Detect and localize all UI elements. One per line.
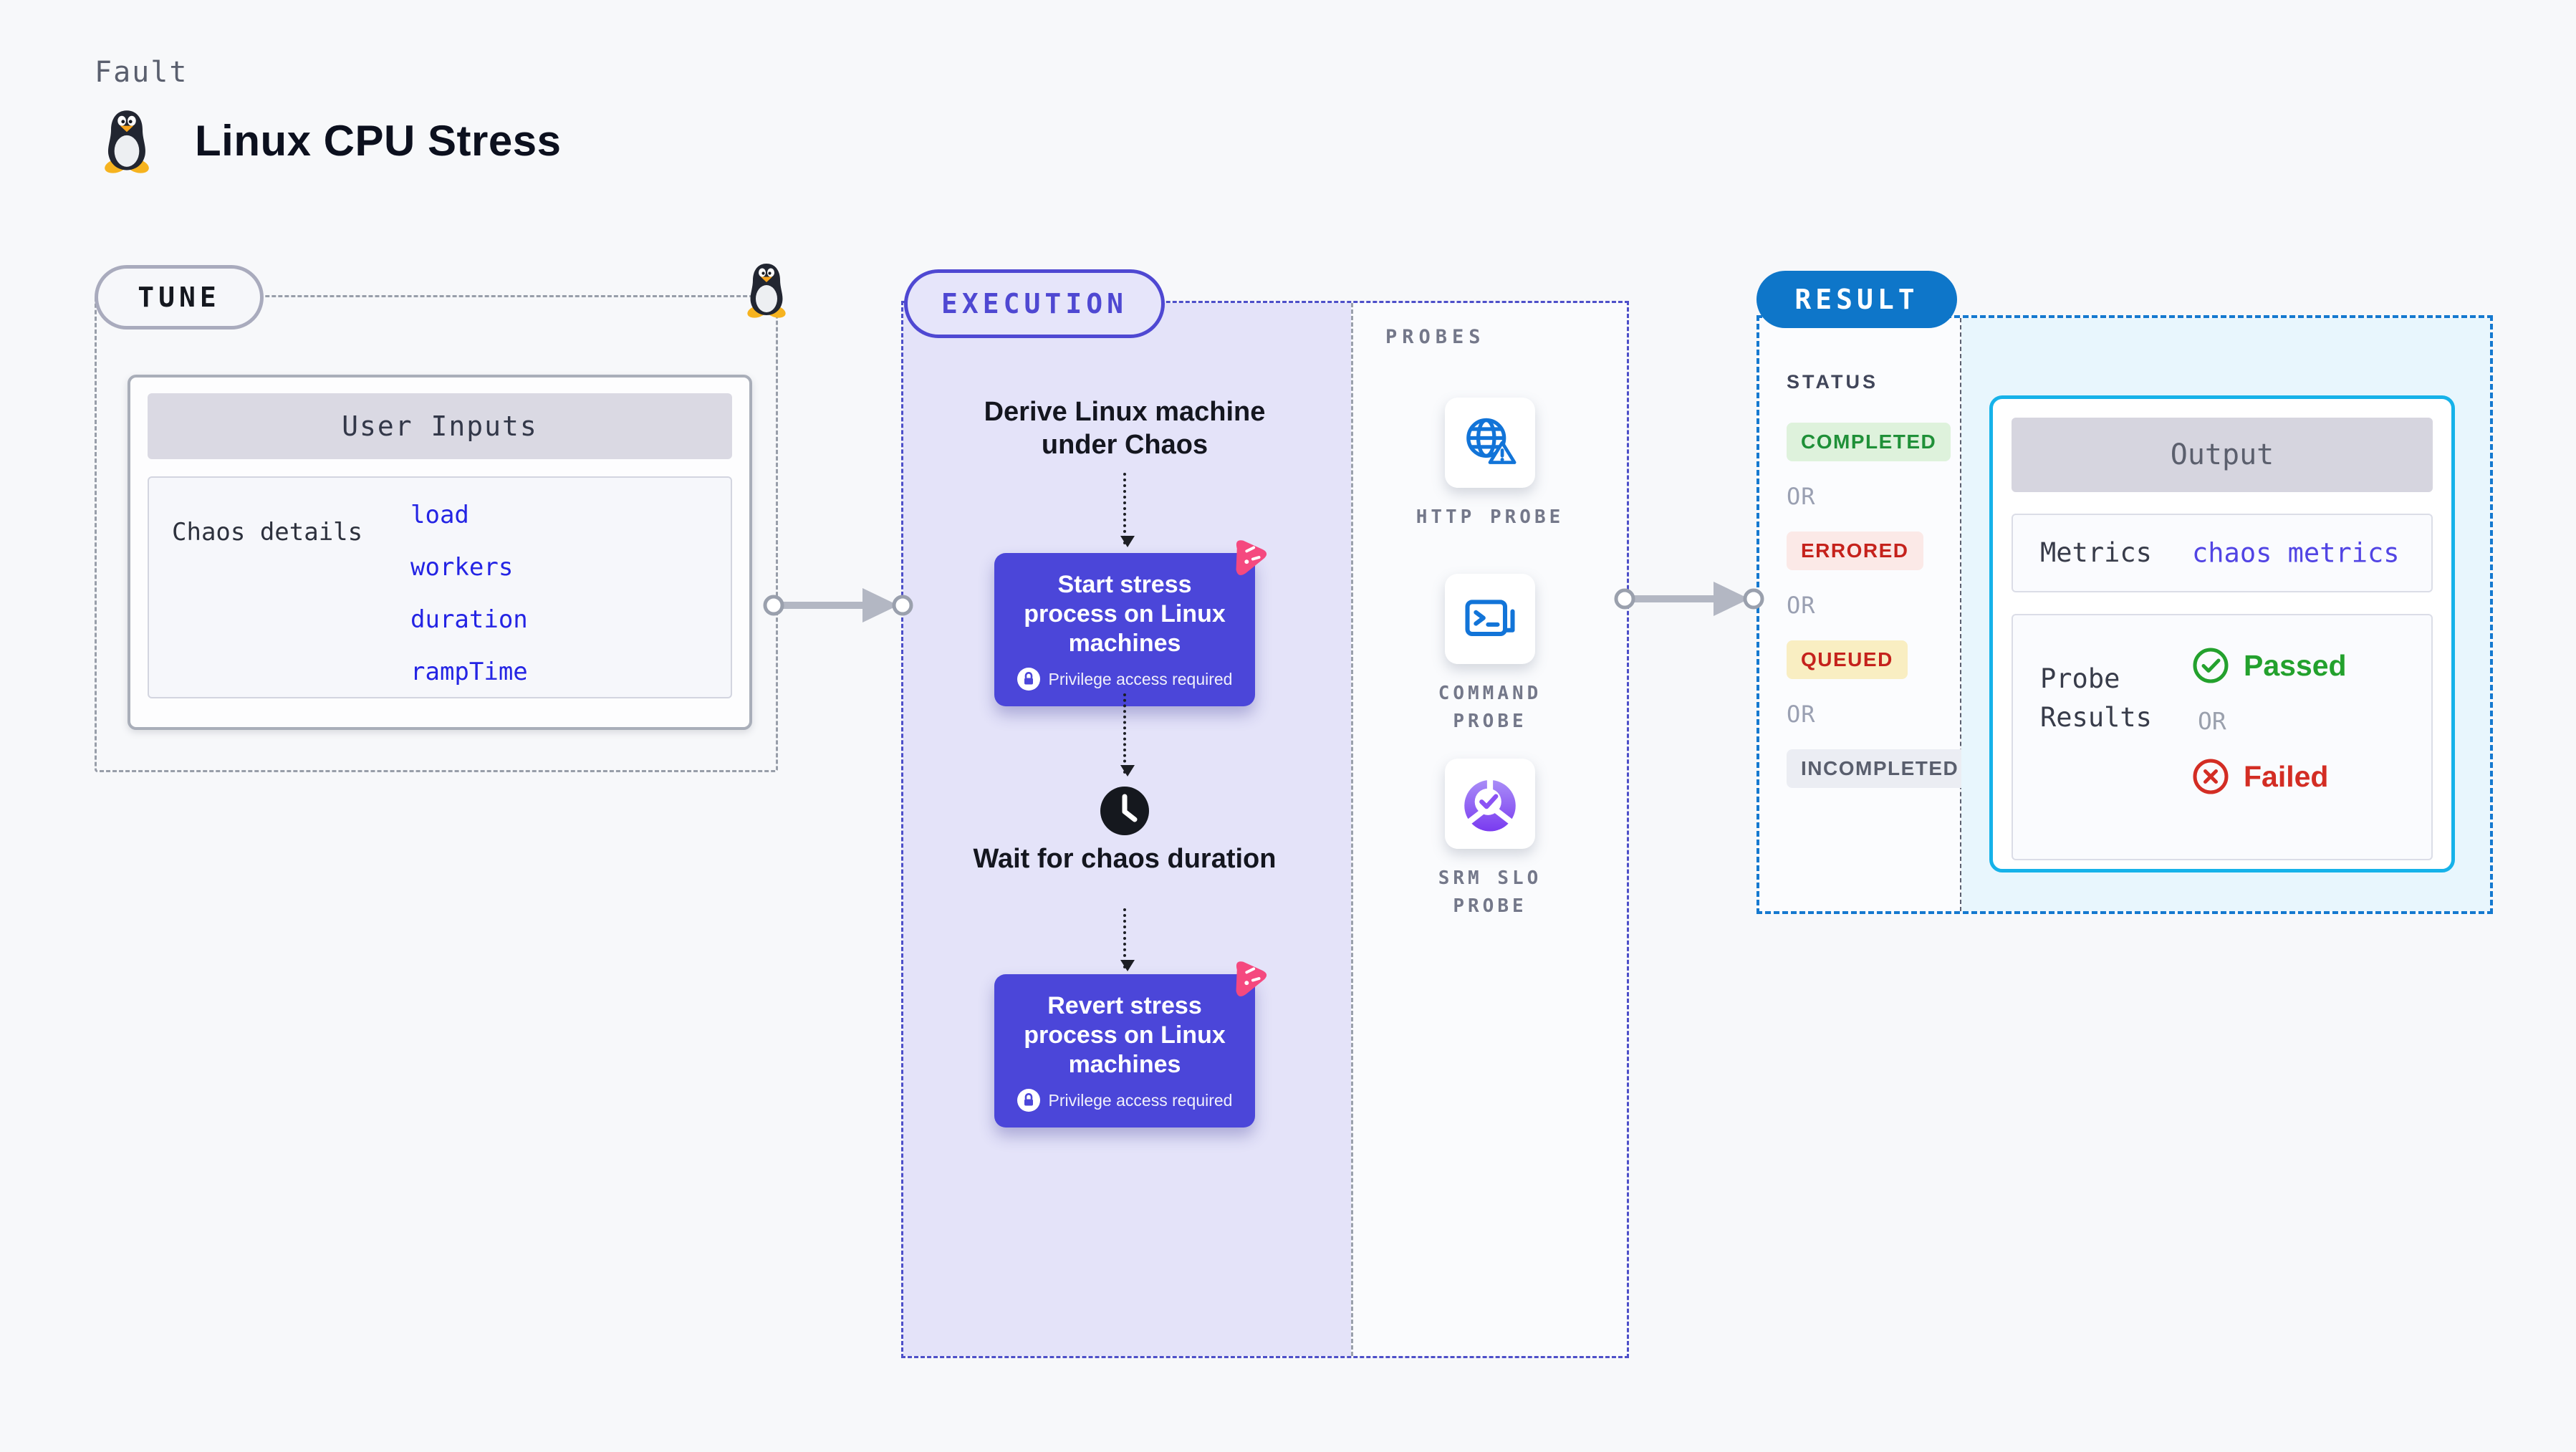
chaos-metrics-link[interactable]: chaos metrics (2192, 537, 2400, 569)
probes-panel: PROBES (1351, 303, 1627, 1356)
arrow-down-icon (1120, 765, 1135, 777)
execution-to-result-arrow (1613, 579, 1765, 619)
tune-section (95, 295, 778, 772)
probe-verdicts: Passed OR Failed (2192, 647, 2347, 795)
slo-donut-icon (1464, 776, 1516, 832)
metrics-label: Metrics (2040, 537, 2152, 569)
revert-stress-title: Revert stress process on Linux machines (1024, 992, 1226, 1078)
x-circle-icon (2193, 759, 2229, 794)
output-card: Output Metrics chaos metrics Probe Resul… (1989, 395, 2455, 872)
status-panel: STATUS COMPLETED OR ERRORED OR QUEUED OR… (1759, 318, 1974, 911)
status-badge-incompleted: INCOMPLETED (1787, 749, 1974, 788)
flow-connector (1120, 693, 1135, 777)
status-badge-errored: ERRORED (1787, 532, 1923, 570)
metrics-row: Metrics chaos metrics (2012, 514, 2433, 592)
wait-step-label: Wait for chaos duration (973, 844, 1277, 874)
chaos-param-links: load workers duration rampTime (410, 501, 528, 686)
param-link-duration[interactable]: duration (410, 605, 528, 634)
tux-penguin-icon (746, 264, 787, 318)
status-badge-completed: COMPLETED (1787, 423, 1951, 461)
probe-item-command: COMMAND PROBE (1353, 574, 1627, 736)
or-separator: OR (1787, 483, 1816, 510)
arrow-down-icon (1120, 536, 1135, 547)
status-title: STATUS (1787, 371, 1878, 393)
flow-connector (1120, 908, 1135, 971)
param-link-load[interactable]: load (410, 501, 469, 529)
failed-label: Failed (2244, 759, 2329, 793)
chaos-badge-icon (1234, 960, 1269, 998)
tune-section-badge: TUNE (95, 265, 264, 330)
execution-section-badge: EXECUTION (904, 269, 1165, 338)
lock-icon (1017, 1089, 1040, 1112)
user-inputs-body: Chaos details load workers duration ramp… (148, 476, 732, 698)
chaos-details-label: Chaos details (172, 518, 363, 547)
terminal-icon (1465, 600, 1515, 637)
fault-kicker: Fault (95, 56, 188, 89)
http-probe-label: HTTP PROBE (1416, 506, 1565, 528)
revert-stress-card[interactable]: Revert stress process on Linux machines … (994, 960, 1269, 1128)
tux-penguin-icon (102, 110, 151, 173)
check-circle-icon (2193, 648, 2229, 683)
status-list: COMPLETED OR ERRORED OR QUEUED OR INCOMP… (1787, 423, 1974, 788)
srm-slo-probe-card[interactable] (1445, 759, 1535, 849)
globe-alert-icon (1466, 418, 1517, 464)
probe-results-label: Probe Results (2040, 663, 2152, 733)
lock-icon (1017, 668, 1040, 691)
result-section-badge: RESULT (1756, 271, 1957, 328)
passed-verdict: Passed (2192, 647, 2347, 684)
flow-connector (1120, 473, 1135, 547)
srm-slo-probe-label: SRM SLO PROBE (1438, 867, 1542, 917)
or-separator: OR (2198, 707, 2226, 735)
probe-results-row: Probe Results Passed OR Failed (2012, 614, 2433, 860)
user-inputs-card: User Inputs Chaos details load workers d… (128, 375, 752, 730)
param-link-ramptime[interactable]: rampTime (410, 658, 528, 686)
arrow-down-icon (1120, 960, 1135, 971)
output-header: Output (2012, 418, 2433, 492)
probes-title: PROBES (1385, 326, 1486, 348)
param-link-workers[interactable]: workers (410, 553, 514, 582)
probe-item-srm: SRM SLO PROBE (1353, 759, 1627, 920)
http-probe-card[interactable] (1445, 398, 1535, 488)
start-stress-title: Start stress process on Linux machines (1024, 571, 1226, 657)
derive-step-label: Derive Linux machine under Chaos (984, 397, 1266, 461)
passed-label: Passed (2244, 648, 2347, 682)
command-probe-label: COMMAND PROBE (1438, 683, 1542, 732)
tune-to-execution-arrow (762, 585, 914, 625)
command-probe-card[interactable] (1445, 574, 1535, 664)
chaos-badge-icon (1234, 539, 1269, 577)
status-badge-queued: QUEUED (1787, 640, 1908, 679)
page-title: Linux CPU Stress (195, 117, 562, 165)
privilege-note: Privilege access required (1048, 1090, 1233, 1110)
or-separator: OR (1787, 592, 1816, 619)
user-inputs-header: User Inputs (148, 393, 732, 459)
probe-item-http: HTTP PROBE (1353, 398, 1627, 532)
failed-verdict: Failed (2192, 758, 2347, 795)
start-stress-card[interactable]: Start stress process on Linux machines P… (994, 539, 1269, 707)
privilege-note: Privilege access required (1048, 669, 1233, 688)
clock-icon (1100, 787, 1149, 835)
or-separator: OR (1787, 701, 1816, 728)
